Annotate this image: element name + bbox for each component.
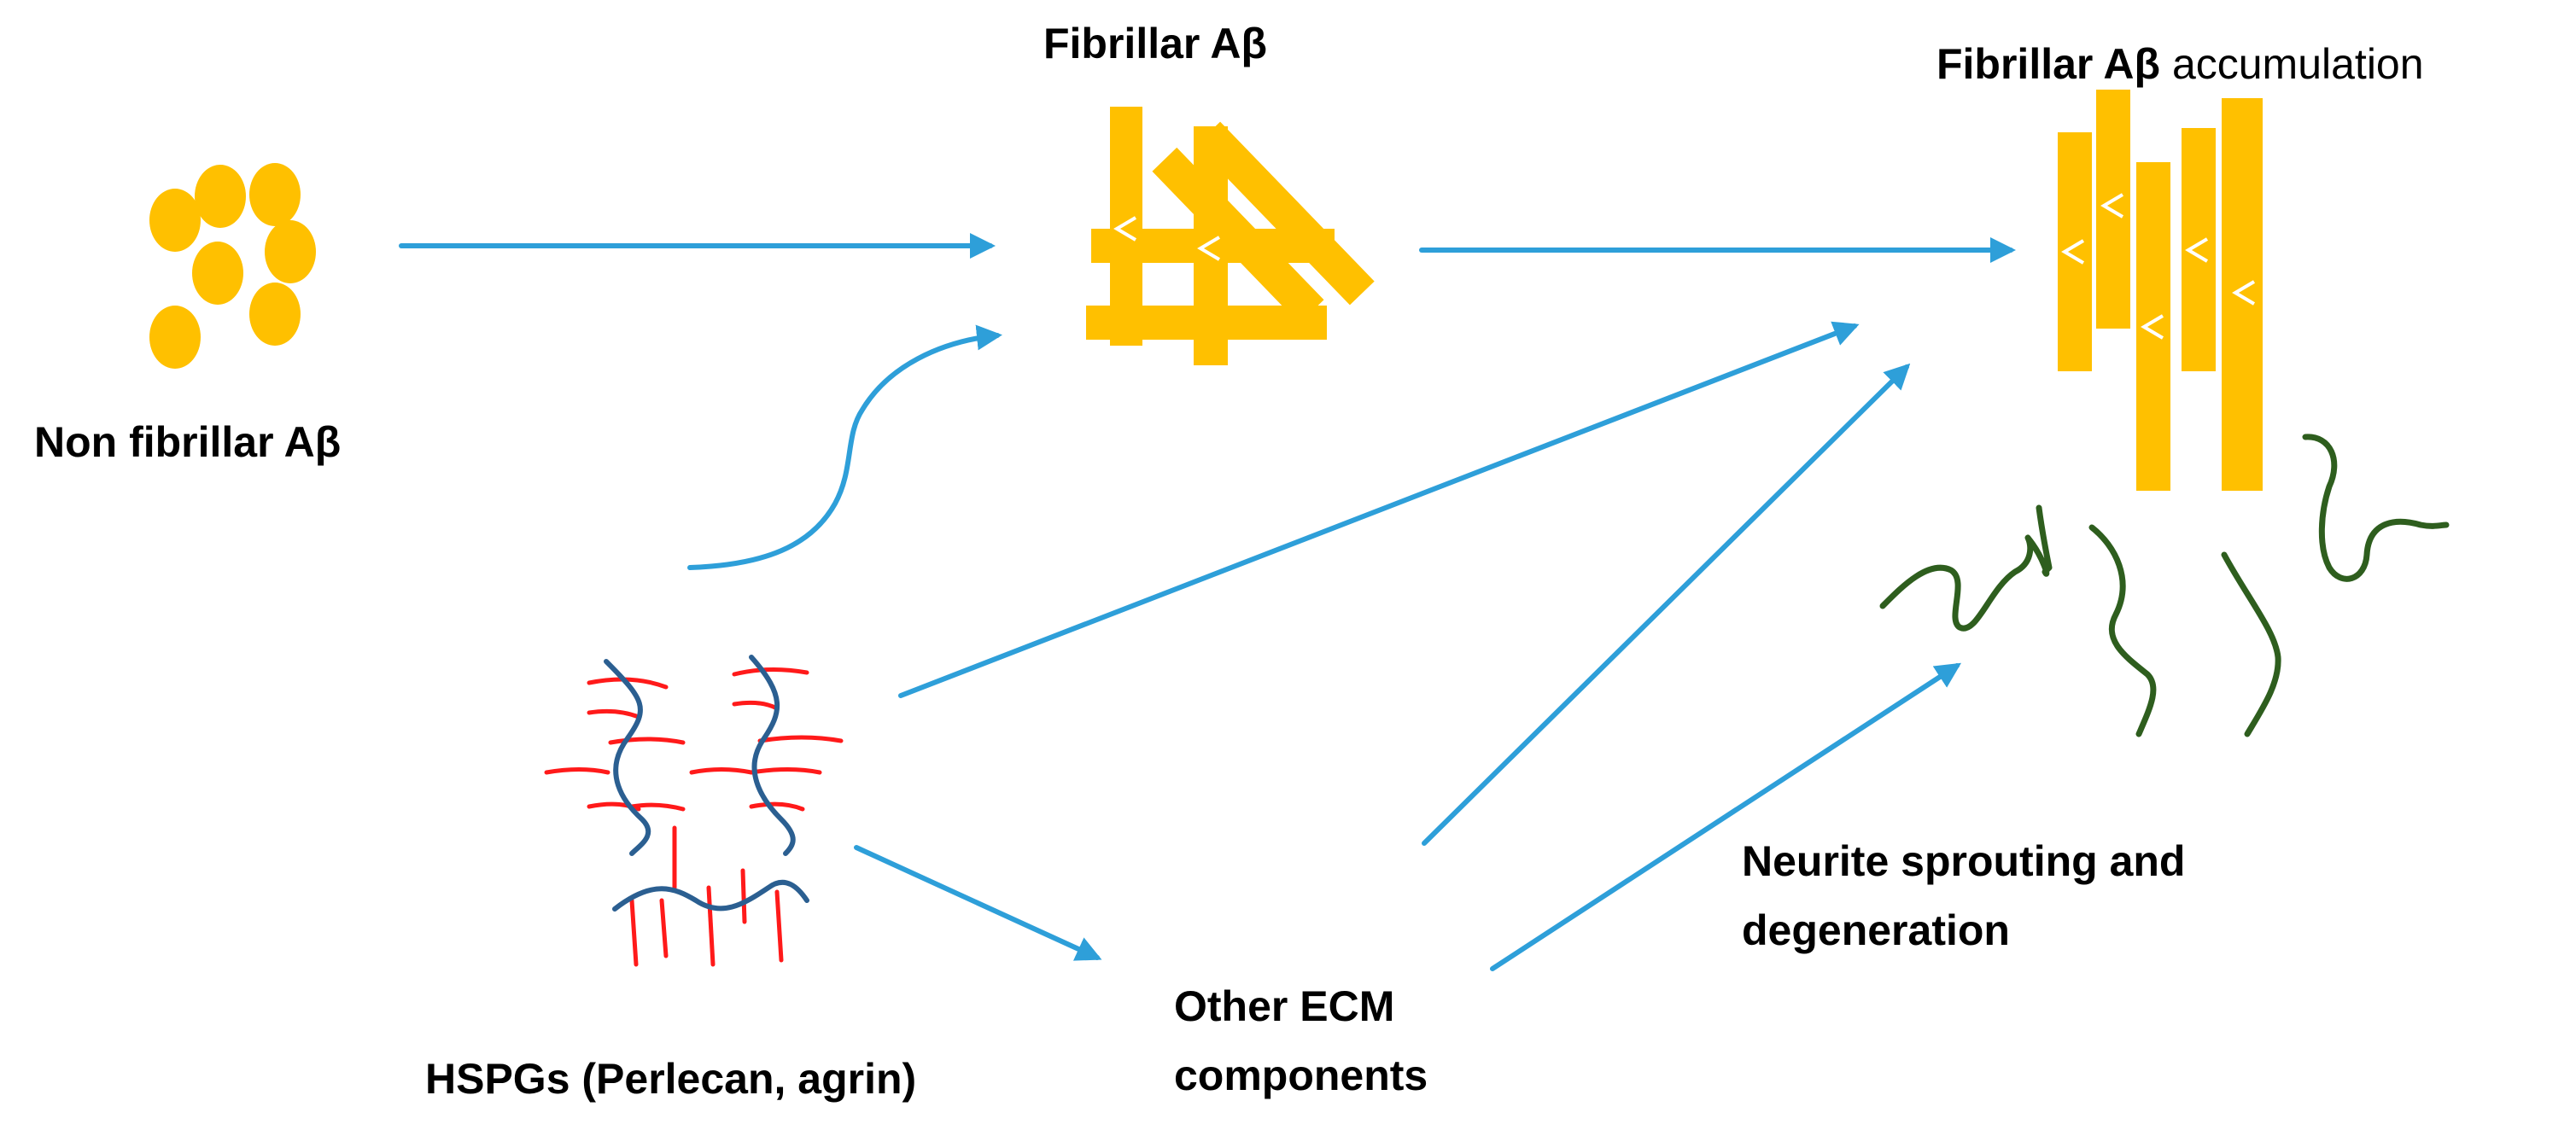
arrow-hspg-to-accumulation: [898, 321, 1860, 698]
fibrillar-abeta-bars: [1086, 107, 1375, 365]
fibrillar-accumulation-marks: [2061, 193, 2256, 340]
label-neurite-line1: Neurite sprouting and: [1742, 837, 2186, 885]
arrow-ecm-to-neurite: [1490, 662, 1962, 971]
label-fibrillar-abeta: Fibrillar Aβ: [1043, 20, 1268, 67]
fibrillar-abeta-marks: [1113, 216, 1221, 261]
fibrillar-accumulation-bars: [2058, 90, 2263, 491]
arrow-hspg-to-fibrillar: [687, 324, 1002, 570]
non-fibrillar-abeta-blobs: [149, 163, 316, 369]
neurites: [1879, 434, 2450, 737]
label-fibrillar-accumulation-bold: Fibrillar Aβ: [1936, 40, 2161, 88]
label-non-fibrillar-abeta: Non fibrillar Aβ: [34, 418, 342, 466]
label-neurite-line2: degeneration: [1742, 906, 2010, 954]
label-other-ecm-line1: Other ECM: [1174, 982, 1395, 1030]
hspg-molecules: [544, 655, 844, 967]
label-other-ecm-line2: components: [1174, 1052, 1428, 1099]
label-fibrillar-accumulation: Fibrillar Aβ accumulation: [1936, 38, 2424, 91]
arrows: [399, 233, 2016, 971]
arrow-hspg-to-ecm: [854, 845, 1102, 961]
arrow-ecm-to-accumulation: [1422, 363, 1911, 846]
label-hspgs: HSPGs (Perlecan, agrin): [425, 1055, 917, 1103]
label-fibrillar-accumulation-rest: accumulation: [2160, 40, 2424, 88]
